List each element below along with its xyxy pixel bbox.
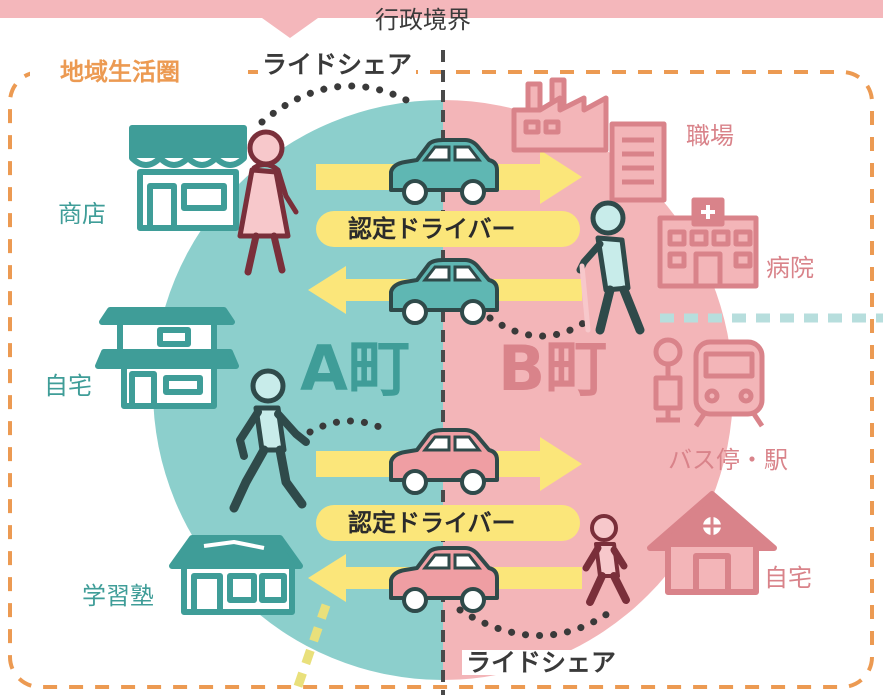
shop-icon	[129, 125, 247, 231]
driver-pill-top	[316, 211, 580, 247]
hospital-label: 病院	[766, 254, 814, 282]
yellow-dotted-connector	[290, 603, 331, 695]
town-b-label: B町	[498, 332, 608, 405]
man-walking-icon	[229, 368, 310, 513]
cram-school-label: 学習塾	[82, 582, 154, 610]
driver-label-bottom: 認定ドライバー	[348, 509, 516, 537]
rideshare-path-a-man	[306, 417, 394, 436]
driver-label-top: 認定ドライバー	[348, 215, 516, 243]
boundary-label: 行政境界	[375, 6, 471, 34]
woman-walking-icon	[237, 129, 299, 276]
station-label: バス停・駅	[668, 446, 788, 474]
bus-stop-icon	[653, 337, 683, 423]
child-walking-icon	[582, 514, 630, 606]
train-icon	[693, 339, 765, 428]
town-a-label: A町	[300, 332, 410, 405]
home-a-label: 自宅	[44, 372, 92, 400]
rideshare-path-bottom	[456, 606, 614, 639]
region-label: 地域生活圏	[60, 58, 180, 86]
workplace-label: 職場	[686, 122, 734, 150]
rideshare-path-b-elder	[486, 314, 589, 340]
home-b-label: 自宅	[764, 564, 812, 592]
hospital-icon	[657, 197, 759, 289]
rideshare-path-top	[258, 82, 414, 126]
driver-pill-bottom	[316, 505, 580, 541]
office-building-icon	[609, 121, 667, 203]
elderly-cane-icon	[576, 200, 645, 335]
pink-house-icon	[647, 491, 777, 595]
header-pointer	[262, 18, 318, 38]
header-bar	[0, 0, 883, 18]
house-icon	[95, 307, 239, 409]
factory-icon	[511, 77, 609, 153]
shop-label: 商店	[58, 200, 106, 228]
rideshare-label-bottom: ライドシェア	[462, 650, 621, 675]
rideshare-label-top: ライドシェア	[258, 52, 417, 77]
cram-school-icon	[169, 535, 303, 615]
